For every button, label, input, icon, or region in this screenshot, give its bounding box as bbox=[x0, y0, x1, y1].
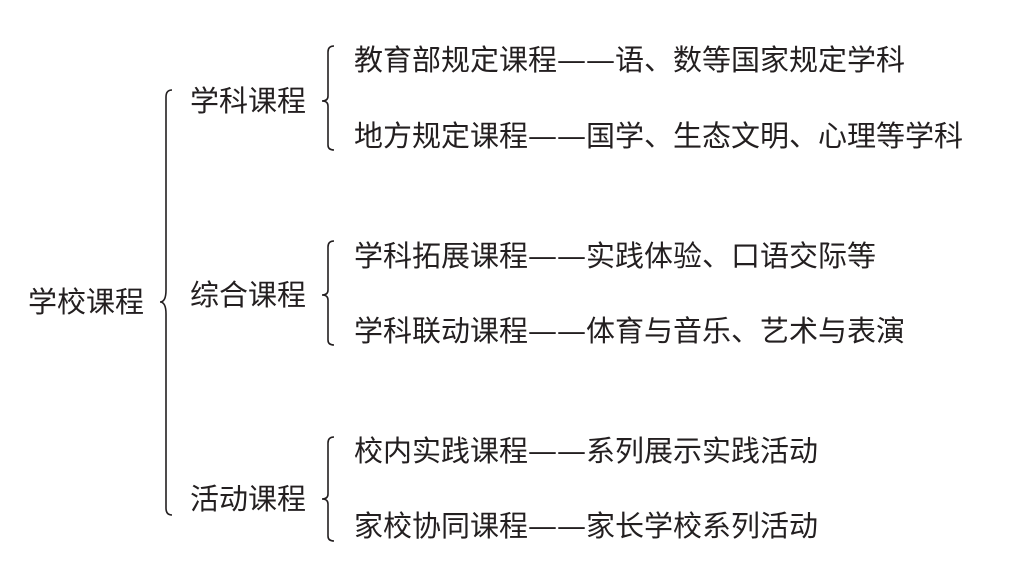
item-1-2: 地方规定课程——国学、生态文明、心理等学科 bbox=[354, 119, 964, 153]
item-2-2: 学科联动课程——体育与音乐、艺术与表演 bbox=[354, 314, 906, 348]
item-1-1: 教育部规定课程——语、数等国家规定学科 bbox=[354, 43, 906, 77]
root-bracket bbox=[159, 89, 173, 516]
item-3-1: 校内实践课程——系列展示实践活动 bbox=[354, 434, 819, 468]
group-label-3: 活动课程 bbox=[190, 482, 307, 516]
item-2-1: 学科拓展课程——实践体验、口语交际等 bbox=[354, 239, 877, 273]
group-label-2: 综合课程 bbox=[190, 278, 307, 312]
group-bracket-3 bbox=[321, 436, 335, 542]
group-bracket-2 bbox=[321, 240, 335, 346]
item-3-2: 家校协同课程——家长学校系列活动 bbox=[354, 509, 819, 543]
group-label-1: 学科课程 bbox=[190, 84, 307, 118]
group-bracket-1 bbox=[321, 45, 335, 151]
root-label: 学校课程 bbox=[28, 285, 145, 319]
